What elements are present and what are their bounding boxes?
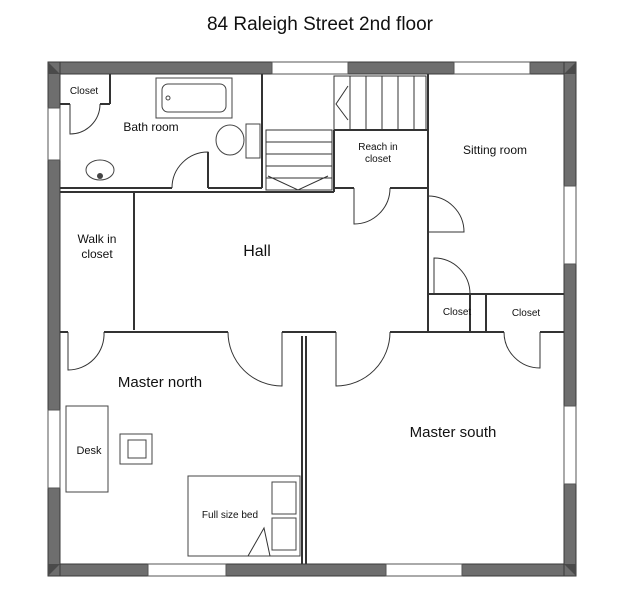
hall-label: Hall	[243, 243, 271, 260]
walk-in-closet-label-line1: Walk in	[78, 232, 117, 246]
plan-title: 84 Raleigh Street 2nd floor	[206, 14, 434, 35]
sink	[85, 159, 115, 181]
bathroom-fixtures	[85, 77, 261, 181]
closet-left-label: Closet	[443, 307, 472, 318]
closet-bath-label: Closet	[70, 86, 99, 97]
staircase	[265, 75, 427, 191]
desk-label: Desk	[76, 445, 102, 457]
reach-in-closet-label-line1: Reach in	[358, 142, 397, 153]
closet-right-label: Closet	[512, 308, 541, 319]
outer-walls	[47, 61, 577, 577]
walk-in-closet-label-line2: closet	[81, 247, 113, 261]
master-north-label: Master north	[118, 374, 202, 391]
desk	[65, 405, 109, 493]
toilet	[215, 124, 245, 156]
bed-label: Full size bed	[202, 510, 258, 521]
bath-room-label: Bath room	[123, 120, 178, 134]
master-north-furniture	[65, 405, 301, 557]
windows	[47, 61, 577, 577]
doors	[67, 103, 541, 387]
sitting-room-label: Sitting room	[463, 143, 527, 157]
room-labels: Closet Bath room Reach in closet Sitting…	[70, 86, 541, 521]
master-south-label: Master south	[410, 424, 497, 441]
reach-in-closet-label-line2: closet	[365, 154, 391, 165]
